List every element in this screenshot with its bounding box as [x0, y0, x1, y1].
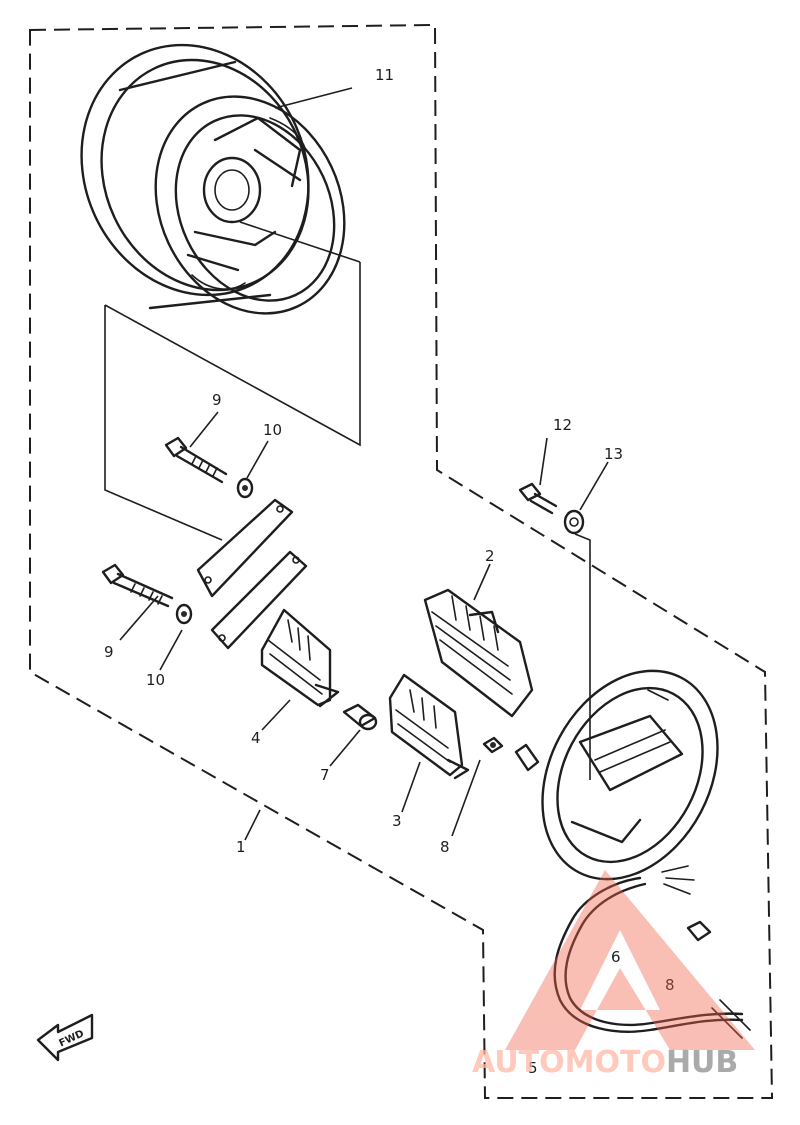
washer-10-upper	[236, 477, 254, 499]
assembly-boundary	[29, 23, 774, 1099]
callout-2: 2	[485, 547, 495, 565]
callout-8-lower: 8	[665, 976, 675, 994]
callout-5: 5	[528, 1059, 538, 1077]
watermark-text-hub: HUB	[666, 1045, 738, 1080]
callout-9-lower: 9	[104, 643, 114, 661]
callout-8-upper: 8	[440, 838, 450, 856]
bolt-9-lower	[101, 563, 174, 608]
leader-lines	[119, 87, 609, 841]
flywheel-rotor	[80, 43, 346, 315]
wiring-harness	[553, 865, 751, 1039]
stator-plate	[541, 669, 719, 881]
washer-10-lower	[175, 603, 193, 625]
callout-4: 4	[251, 729, 261, 747]
mounting-bracket-upper	[196, 498, 294, 598]
callout-7: 7	[320, 766, 330, 784]
screw-8	[482, 736, 504, 754]
callout-10-lower: 10	[146, 671, 165, 689]
callout-12: 12	[553, 416, 572, 434]
callout-11: 11	[375, 66, 394, 84]
cable-clip	[514, 743, 540, 772]
module-2	[423, 588, 534, 718]
svg-text:AUTOMOTOHUB: AUTOMOTOHUB	[472, 1045, 738, 1080]
module-3	[388, 673, 470, 780]
mounting-bracket-lower	[210, 550, 308, 650]
screw-8-lower	[686, 920, 712, 942]
washer-13	[563, 509, 585, 535]
watermark-text-auto: AUTO	[472, 1045, 565, 1080]
callout-3: 3	[392, 812, 402, 830]
watermark-triangle-logo	[505, 870, 755, 1050]
callout-6: 6	[611, 948, 621, 966]
callout-13: 13	[604, 445, 623, 463]
automotohub-watermark: AUTOMOTOHUB	[472, 870, 755, 1080]
watermark-text-moto: MOTO	[565, 1045, 666, 1080]
callout-1: 1	[236, 838, 246, 856]
spacer-7	[342, 703, 378, 731]
bolt-9-upper	[164, 436, 228, 484]
callout-9-upper: 9	[212, 391, 222, 409]
callout-10-upper: 10	[263, 421, 282, 439]
reference-frame-lines	[104, 221, 361, 541]
forward-direction-marker: FWD	[36, 1013, 94, 1062]
module-4	[260, 608, 340, 708]
bolt-12	[518, 482, 558, 515]
